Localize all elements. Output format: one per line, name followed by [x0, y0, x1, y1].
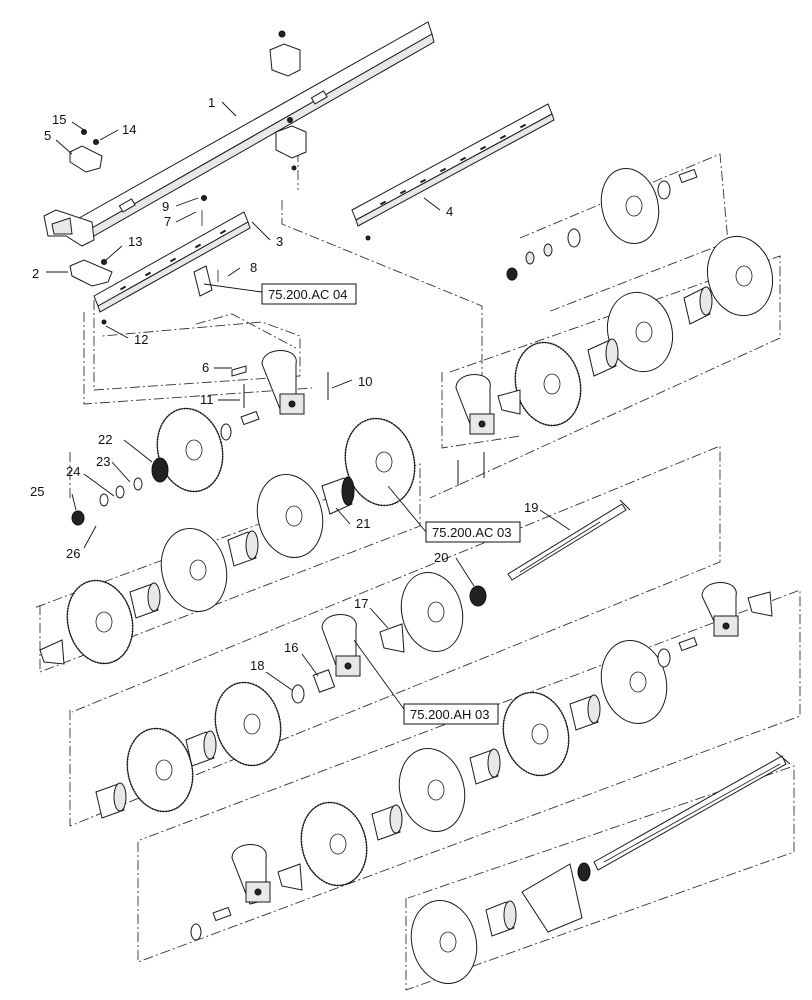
disc-m — [600, 640, 668, 724]
callout-18: 18 — [250, 658, 264, 673]
spool-3 — [321, 476, 355, 515]
disc-d — [514, 341, 582, 427]
disc-j — [400, 572, 464, 652]
discs — [66, 168, 774, 984]
disc-o — [398, 748, 466, 832]
disc-e — [156, 407, 224, 493]
frame-bar-1 — [43, 21, 435, 247]
shafts — [507, 499, 791, 933]
spool-5 — [129, 582, 161, 619]
spool-8 — [569, 694, 601, 731]
disc-p — [300, 801, 368, 887]
callout-labels: 1 2 3 4 5 6 7 8 9 10 11 12 13 14 15 16 1… — [30, 95, 538, 673]
callout-6: 6 — [202, 360, 209, 375]
disc-i — [66, 579, 134, 665]
disc-b — [706, 235, 774, 317]
spool-10 — [371, 804, 403, 841]
hanger-brackets — [269, 30, 307, 171]
reference-boxes: 75.200.AC 04 75.200.AC 03 75.200.AH 03 — [261, 283, 521, 725]
small-brackets — [69, 129, 247, 377]
callout-2: 2 — [32, 266, 39, 281]
spool-11 — [485, 900, 517, 937]
end-caps — [39, 389, 773, 891]
small-hardware — [71, 168, 698, 941]
callout-9: 9 — [162, 199, 169, 214]
callout-11: 11 — [200, 392, 214, 407]
callout-15: 15 — [52, 112, 66, 127]
callout-25: 25 — [30, 484, 44, 499]
slotted-bar-3 — [93, 211, 251, 313]
callout-4: 4 — [446, 204, 453, 219]
spool-7 — [95, 782, 127, 819]
disc-f — [344, 417, 416, 507]
callout-26: 26 — [66, 546, 80, 561]
callout-17: 17 — [354, 596, 368, 611]
callout-1: 1 — [208, 95, 215, 110]
scraper-yoke-3 — [321, 614, 361, 677]
scraper-yoke-4 — [701, 582, 739, 637]
callout-20: 20 — [434, 550, 448, 565]
spool-4 — [227, 530, 259, 567]
disc-a — [600, 168, 660, 244]
spool-2 — [683, 286, 713, 325]
callout-19: 19 — [524, 500, 538, 515]
reference-ac04-text: 75.200.AC 04 — [268, 287, 348, 302]
scraper-yoke-1 — [261, 350, 305, 415]
callout-7: 7 — [164, 214, 171, 229]
callout-8: 8 — [250, 260, 257, 275]
spools — [95, 286, 713, 937]
disc-k — [214, 681, 282, 767]
disc-n — [502, 691, 570, 777]
reference-ac03-text: 75.200.AC 03 — [432, 525, 512, 540]
callout-21: 21 — [356, 516, 370, 531]
spool-6 — [185, 730, 217, 767]
callout-5: 5 — [44, 128, 51, 143]
callout-13: 13 — [128, 234, 142, 249]
callout-22: 22 — [98, 432, 112, 447]
disc-l — [126, 727, 194, 813]
callout-3: 3 — [276, 234, 283, 249]
reference-box-ah03: 75.200.AH 03 — [403, 703, 499, 725]
reference-ah03-text: 75.200.AH 03 — [410, 707, 490, 722]
callout-24: 24 — [66, 464, 80, 479]
disc-h — [160, 528, 228, 612]
disc-g — [256, 474, 324, 558]
callout-14: 14 — [122, 122, 136, 137]
callout-23: 23 — [96, 454, 110, 469]
slotted-bar-4 — [351, 103, 555, 241]
bolts — [243, 372, 485, 486]
callout-16: 16 — [284, 640, 298, 655]
disc-c — [606, 291, 674, 373]
callout-10: 10 — [358, 374, 372, 389]
scraper-yoke-5 — [231, 844, 271, 905]
spool-9 — [469, 748, 501, 785]
scraper-yoke-2 — [455, 374, 495, 435]
spool-1 — [587, 338, 619, 377]
disc-q — [410, 900, 478, 984]
leader-lines — [46, 101, 571, 713]
reference-box-ac03: 75.200.AC 03 — [425, 521, 521, 543]
reference-box-ac04: 75.200.AC 04 — [261, 283, 357, 305]
callout-12: 12 — [134, 332, 148, 347]
